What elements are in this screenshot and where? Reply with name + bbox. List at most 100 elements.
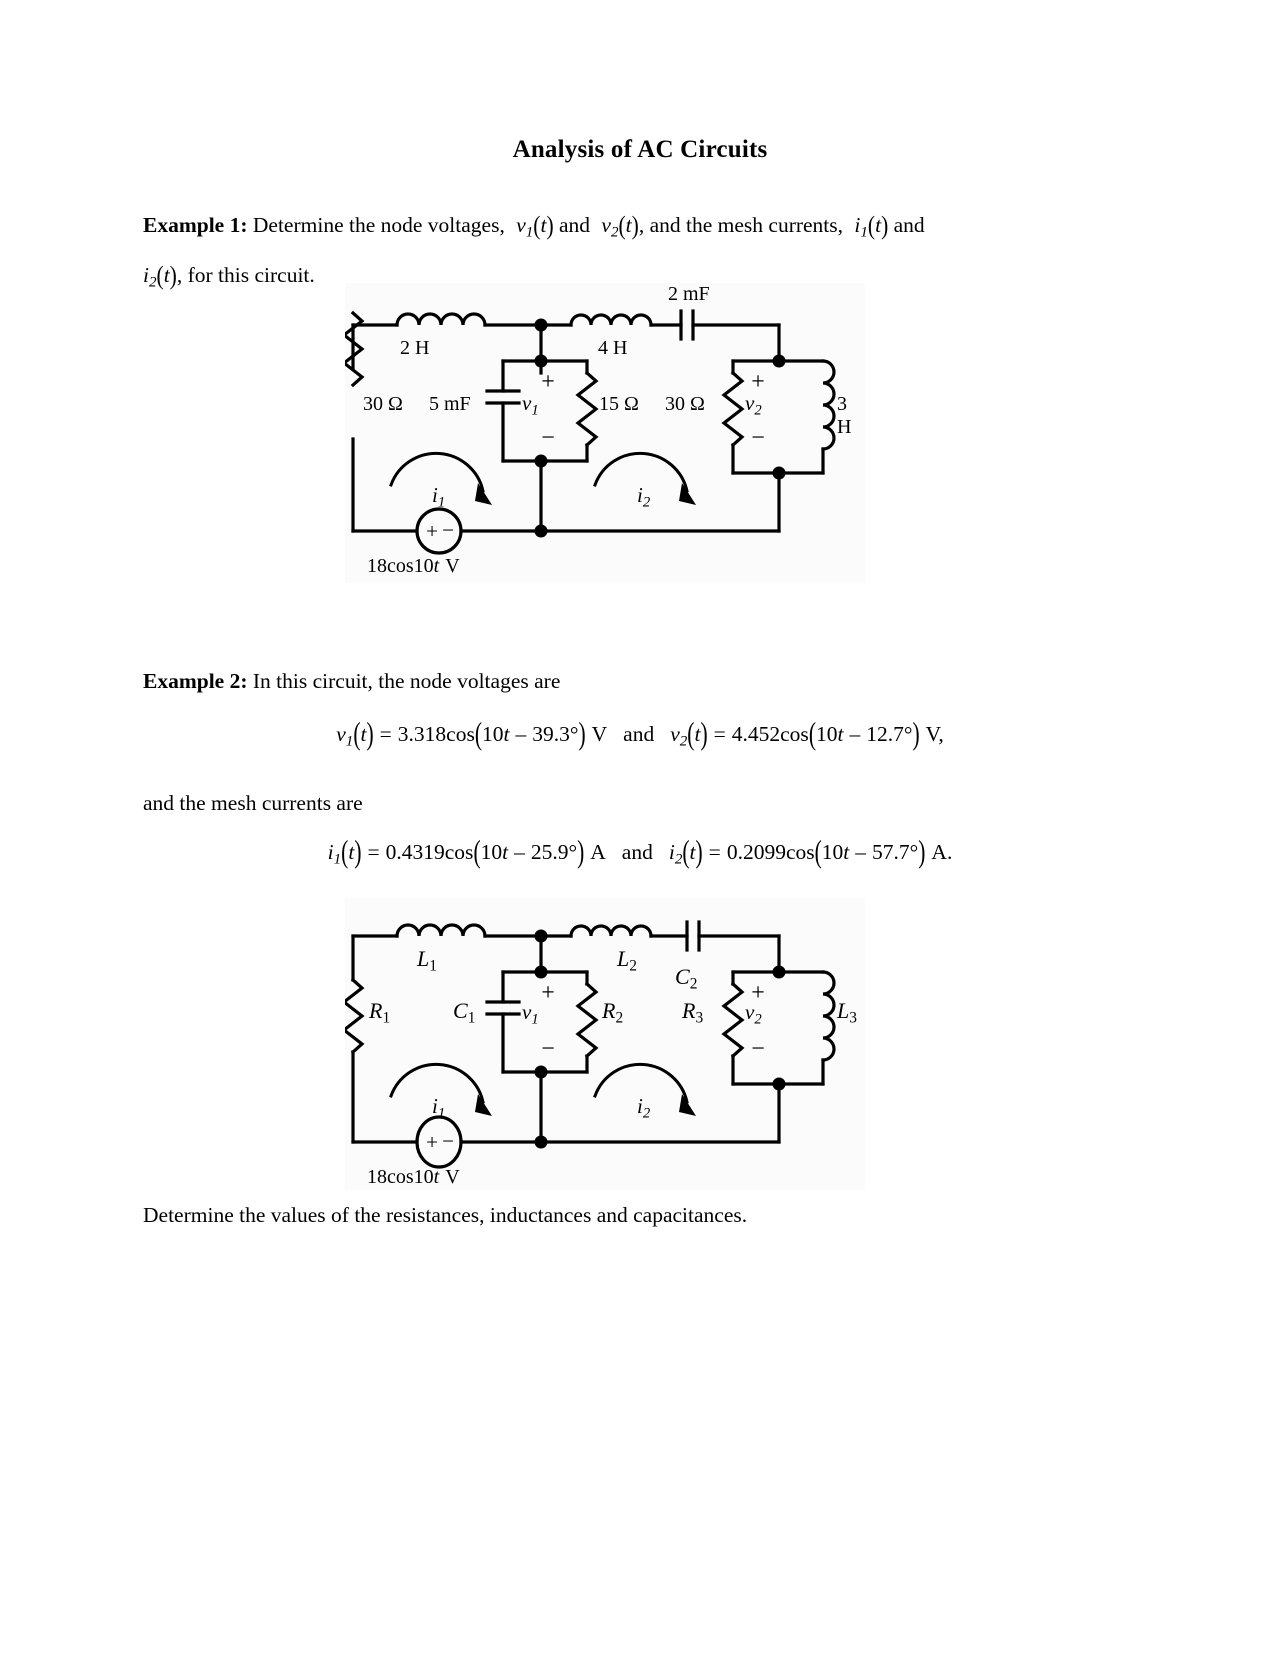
label-L2-symbol: L — [617, 946, 630, 971]
eq-i2-freq: 10 — [821, 840, 844, 864]
eq-v2-unit: V — [925, 722, 939, 746]
eq-i2-subscript: 2 — [674, 851, 683, 868]
label-inductor-4h: 4 H — [598, 337, 628, 359]
example1-t-3: t — [875, 213, 882, 237]
eq-i1-freq: 10 — [480, 840, 503, 864]
c2-junction-dot-bottom-node1 — [534, 1135, 548, 1149]
c2-junction-dot-node1-upper — [534, 965, 548, 979]
label-c2-i2-subscript: 2 — [642, 1105, 651, 1122]
mesh-current-2-arc — [593, 451, 689, 493]
eq-i2-cos: cos — [785, 840, 815, 864]
eq-v1-freq: 10 — [482, 722, 504, 746]
eq-v1-subscript: 1 — [345, 733, 354, 750]
example1-t-4: t — [163, 262, 170, 287]
inductor-4h-symbol — [569, 313, 653, 327]
example1-text-part3: , for this circuit. — [176, 262, 315, 287]
label-c2-v2-subscript: 2 — [754, 1011, 762, 1028]
v1-plus-sign: + — [541, 369, 555, 395]
c2-source-frequency: 10 — [413, 1166, 434, 1188]
v2-minus-sign: − — [751, 425, 765, 451]
eq-i1-cos: cos — [444, 840, 474, 864]
c2-inductor-l2-symbol — [569, 924, 653, 938]
label-inductor-2h: 2 H — [400, 337, 430, 359]
junction-dot-bottom-node1 — [534, 524, 548, 538]
example1-t-2: t — [625, 213, 632, 237]
example1-i2-subscript: 2 — [148, 274, 157, 290]
eq-v-trailing: , — [938, 722, 944, 746]
eq-v2-minus: – — [849, 722, 861, 746]
label-c2-v1-symbol: v — [522, 1000, 532, 1024]
inductor-2h-symbol — [395, 312, 487, 327]
eq-i2-phase: 57.7° — [872, 840, 919, 864]
eq-i1-minus: – — [514, 840, 525, 864]
label-C2-subscript: 2 — [689, 975, 698, 993]
label-i2-symbol: i — [637, 483, 643, 507]
c2-junction-dot-node1-lower — [534, 1065, 548, 1079]
example1-v2-subscript: 2 — [610, 224, 619, 241]
junction-dot-node1-upper — [534, 354, 548, 368]
label-v2-subscript: 2 — [754, 402, 762, 419]
label-R3-subscript: 3 — [695, 1009, 704, 1027]
example1-i1-subscript: 1 — [860, 224, 868, 241]
source-unit: V — [445, 555, 460, 577]
example2-label: Example 2: — [143, 669, 248, 693]
eq-i1-equals: = — [367, 840, 380, 864]
c2-source-minus-sign: − — [442, 1129, 454, 1153]
eq-conjunction-v: and — [623, 722, 655, 746]
example1-label: Example 1: — [143, 213, 248, 237]
label-C2-symbol: C — [675, 964, 690, 989]
resistor-30ohm-right-symbol — [721, 370, 745, 448]
source-amplitude: 18 — [367, 555, 387, 577]
label-L3-symbol: L — [837, 998, 850, 1023]
eq-v2-cos: cos — [780, 722, 809, 746]
example1-paragraph: Example 1: Determine the node voltages, … — [143, 210, 925, 290]
label-L1-subscript: 1 — [429, 957, 437, 975]
eq-v2-equals: = — [713, 722, 726, 746]
label-i1-subscript: 1 — [437, 494, 446, 511]
mesh-currents-text: and the mesh currents are — [143, 791, 363, 815]
label-R2-symbol: R — [602, 998, 616, 1023]
v1-minus-sign: − — [541, 425, 555, 451]
source-minus-sign: − — [442, 518, 454, 542]
example2-paragraph: Example 2: In this circuit, the node vol… — [143, 660, 1068, 702]
c2-resistor-r3-symbol — [721, 981, 745, 1059]
example1-t-1: t — [540, 213, 547, 237]
eq-v2-symbol: v — [670, 722, 680, 746]
example1-text-part2: , and the mesh currents, — [638, 213, 844, 237]
c2-v1-minus-sign: − — [541, 1036, 555, 1062]
label-c2-i2-symbol: i — [637, 1094, 643, 1118]
mesh-current-1-arc — [389, 451, 485, 493]
label-v1-subscript: 1 — [531, 402, 539, 419]
label-c2-v1-subscript: 1 — [531, 1011, 539, 1028]
eq-i2-minus: – — [855, 840, 867, 864]
c2-mesh-current-1-arrowhead — [475, 1094, 492, 1116]
example1-v1-subscript: 1 — [525, 224, 534, 241]
c2-mesh-current-2-arrowhead — [679, 1094, 696, 1116]
eq-v2-t: t — [694, 722, 701, 746]
c2-source-amplitude: 18 — [367, 1166, 387, 1188]
source-cos: cos — [387, 555, 414, 577]
example1-i1-symbol: i — [854, 213, 861, 237]
c2-source-time-var: t — [433, 1166, 440, 1188]
example1-v2-symbol: v — [601, 213, 611, 237]
c2-v2-plus-sign: + — [751, 980, 765, 1006]
determine-paragraph: Determine the values of the resistances,… — [143, 1194, 1143, 1236]
eq-v2-subscript: 2 — [679, 733, 688, 750]
v2-plus-sign: + — [751, 369, 765, 395]
example1-and-1: and — [559, 213, 591, 237]
eq-i2-t: t — [689, 840, 696, 864]
example1-and-2: and — [893, 213, 925, 237]
c2-source-plus-sign: + — [426, 1130, 438, 1154]
eq-i2-amplitude: 0.2099 — [726, 840, 786, 864]
label-capacitor-2mf: 2 mF — [668, 283, 710, 305]
label-R3-symbol: R — [682, 998, 696, 1023]
eq-i1-unit: A — [590, 840, 606, 864]
c2-source-cos: cos — [387, 1166, 414, 1188]
label-capacitor-5mf: 5 mF — [429, 393, 471, 415]
resistor-15ohm-symbol — [575, 370, 599, 448]
source-time-var: t — [433, 555, 440, 577]
eq-i1-time-var: t — [502, 840, 509, 864]
eq-v1-minus: – — [515, 722, 527, 746]
